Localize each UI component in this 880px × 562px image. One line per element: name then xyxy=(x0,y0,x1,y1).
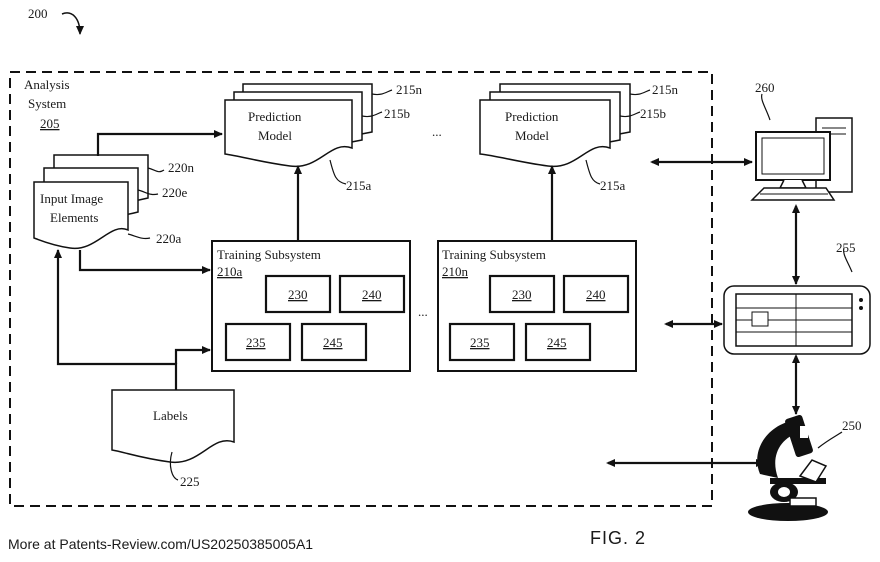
pred-right-ref-215n: 215n xyxy=(652,82,679,97)
training-subsystem-a: Training Subsystem 210a 230 240 235 245 xyxy=(211,240,411,372)
figure-ref-200: 200 xyxy=(28,6,48,21)
training-a-module-240: 240 xyxy=(362,287,382,302)
pred-left-ref-215b: 215b xyxy=(384,106,410,121)
training-ellipsis: ... xyxy=(418,304,428,319)
prediction-model-right: Prediction Model xyxy=(479,83,631,168)
training-subsystem-n: Training Subsystem 210n 230 240 235 245 xyxy=(437,240,637,372)
tablet-ref-255: 255 xyxy=(836,240,856,255)
input-ref-220n: 220n xyxy=(168,160,195,175)
computer-ref-260: 260 xyxy=(755,80,775,95)
pred-left-ref-215a: 215a xyxy=(346,178,372,193)
input-image-label-2: Elements xyxy=(50,210,98,225)
microscope-ref-250: 250 xyxy=(842,418,862,433)
prediction-ellipsis: ... xyxy=(432,124,442,139)
microscope-icon xyxy=(748,414,828,521)
labels-ref-225: 225 xyxy=(180,474,200,489)
training-n-ref: 210n xyxy=(442,264,469,279)
labels-label: Labels xyxy=(153,408,188,423)
training-n-title: Training Subsystem xyxy=(442,247,546,262)
training-n-module-235: 235 xyxy=(470,335,490,350)
computer-icon xyxy=(750,117,853,201)
prediction-left-label-2: Model xyxy=(258,128,292,143)
input-ref-220e: 220e xyxy=(162,185,188,200)
training-a-module-245: 245 xyxy=(323,335,343,350)
prediction-right-label-2: Model xyxy=(515,128,549,143)
pred-right-ref-215a: 215a xyxy=(600,178,626,193)
training-n-module-230: 230 xyxy=(512,287,532,302)
prediction-model-left: Prediction Model xyxy=(224,83,373,168)
training-a-module-235: 235 xyxy=(246,335,266,350)
labels-document: Labels xyxy=(111,389,235,463)
tablet-icon xyxy=(723,285,871,355)
pred-left-ref-215n: 215n xyxy=(396,82,423,97)
footer-source: More at Patents-Review.com/US20250385005… xyxy=(8,536,314,552)
prediction-left-label-1: Prediction xyxy=(248,109,302,124)
training-a-title: Training Subsystem xyxy=(217,247,321,262)
analysis-system-ref: 205 xyxy=(40,116,60,131)
analysis-system-label-2: System xyxy=(28,96,66,111)
input-image-elements: Input Image Elements xyxy=(33,154,149,249)
training-a-ref: 210a xyxy=(217,264,243,279)
training-n-module-240: 240 xyxy=(586,287,606,302)
input-ref-220a: 220a xyxy=(156,231,182,246)
figure-label: FIG. 2 xyxy=(590,528,647,548)
figure-ref-arrow xyxy=(61,12,84,35)
training-a-module-230: 230 xyxy=(288,287,308,302)
input-image-label-1: Input Image xyxy=(40,191,103,206)
connectors xyxy=(54,130,800,467)
analysis-system-boundary xyxy=(9,71,713,507)
pred-right-ref-215b: 215b xyxy=(640,106,666,121)
analysis-system-label-1: Analysis xyxy=(24,77,70,92)
training-n-module-245: 245 xyxy=(547,335,567,350)
prediction-right-label-1: Prediction xyxy=(505,109,559,124)
